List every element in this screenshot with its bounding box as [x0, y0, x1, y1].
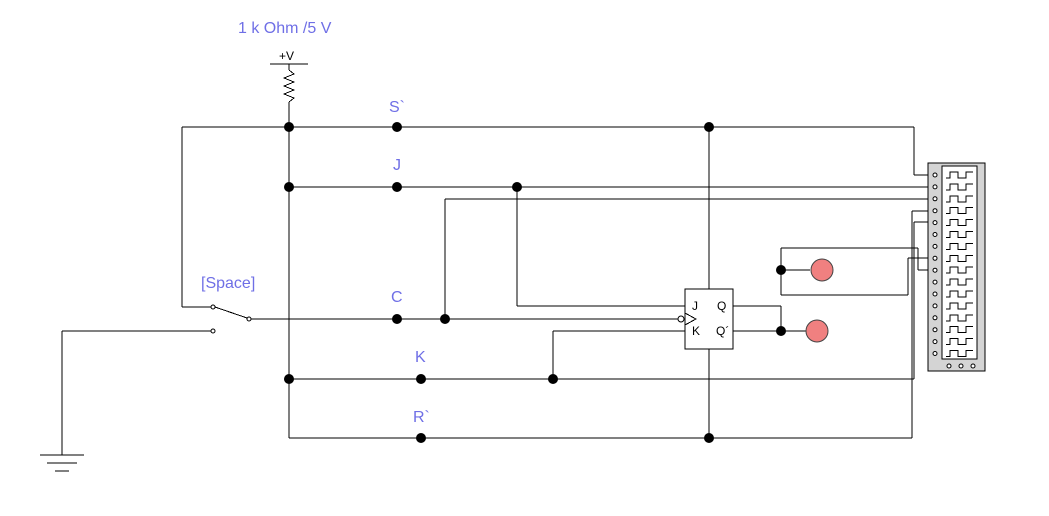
junction-dot [284, 374, 294, 384]
junction-dot [284, 182, 294, 192]
analyzer-waveform [946, 266, 973, 274]
analyzer-pin [932, 303, 938, 309]
supply-label: +V [279, 49, 294, 63]
analyzer-pin [932, 208, 938, 214]
analyzer-waveforms [946, 171, 973, 357]
switch-key-label: [Space] [201, 275, 255, 292]
analyzer-pin [932, 232, 938, 237]
analyzer-waveform [946, 183, 973, 191]
junction-dots [284, 122, 786, 443]
analyzer-pin [932, 327, 938, 333]
net-label-r: R` [413, 409, 430, 426]
junction-dot [416, 433, 426, 443]
analyzer-pin [932, 279, 938, 285]
led-probe-icon[interactable] [810, 258, 834, 282]
junction-dot [392, 314, 402, 324]
flipflop-pin-q: Q [717, 299, 726, 313]
supply-symbol[interactable]: +V [270, 49, 308, 127]
analyzer-pin [932, 172, 938, 178]
junction-dot [284, 122, 294, 132]
analyzer-waveform [946, 302, 973, 310]
logic-analyzer-icon[interactable] [927, 162, 986, 372]
analyzer-waveform [946, 195, 973, 203]
analyzer-waveform [946, 350, 973, 357]
junction-dot [392, 182, 402, 192]
analyzer-pin [932, 351, 938, 356]
analyzer-pin [932, 243, 938, 249]
junction-dot [776, 326, 786, 336]
analyzer-waveform [946, 171, 973, 179]
spdt-switch-icon[interactable] [210, 304, 252, 334]
net-label-j: J [393, 157, 401, 174]
resistor-zigzag-icon [282, 69, 296, 103]
analyzer-pin [932, 196, 938, 202]
flipflop-pin-j: J [692, 299, 698, 313]
analyzer-waveform [946, 254, 973, 262]
analyzer-waveform [946, 338, 973, 346]
junction-dot [704, 122, 714, 132]
analyzer-pin [932, 267, 938, 273]
analyzer-waveform [946, 290, 973, 298]
led-probe-icon[interactable] [805, 319, 829, 343]
junction-dot [776, 265, 786, 275]
analyzer-pin [932, 220, 938, 226]
net-label-k: K [415, 349, 426, 366]
analyzer-waveform [946, 219, 973, 227]
analyzer-pin [932, 255, 938, 261]
analyzer-waveform [946, 314, 973, 322]
flipflop-pin-k: K [692, 324, 700, 338]
analyzer-waveform [946, 242, 973, 250]
analyzer-pin [932, 184, 938, 190]
ground-icon [40, 454, 84, 472]
flipflop-pin-qbar: Q´ [716, 324, 729, 338]
junction-dot [416, 374, 426, 384]
net-label-c: C [391, 289, 403, 306]
junction-dot [548, 374, 558, 384]
jk-flipflop-icon[interactable]: J K Q Q´ [677, 288, 734, 350]
analyzer-input-pins [932, 172, 938, 356]
analyzer-pin [932, 291, 938, 297]
analyzer-waveform [946, 278, 973, 286]
junction-dot [392, 122, 402, 132]
junction-dot [512, 182, 522, 192]
junction-dot [704, 433, 714, 443]
wire-set [61, 126, 930, 455]
analyzer-pin [932, 315, 938, 321]
analyzer-waveform [946, 326, 973, 334]
analyzer-pin [932, 339, 938, 345]
junction-dot [440, 314, 450, 324]
analyzer-waveform [946, 207, 973, 215]
supply-caption: 1 k Ohm /5 V [238, 20, 332, 37]
net-label-s: S` [389, 99, 405, 116]
analyzer-waveform [946, 231, 973, 238]
